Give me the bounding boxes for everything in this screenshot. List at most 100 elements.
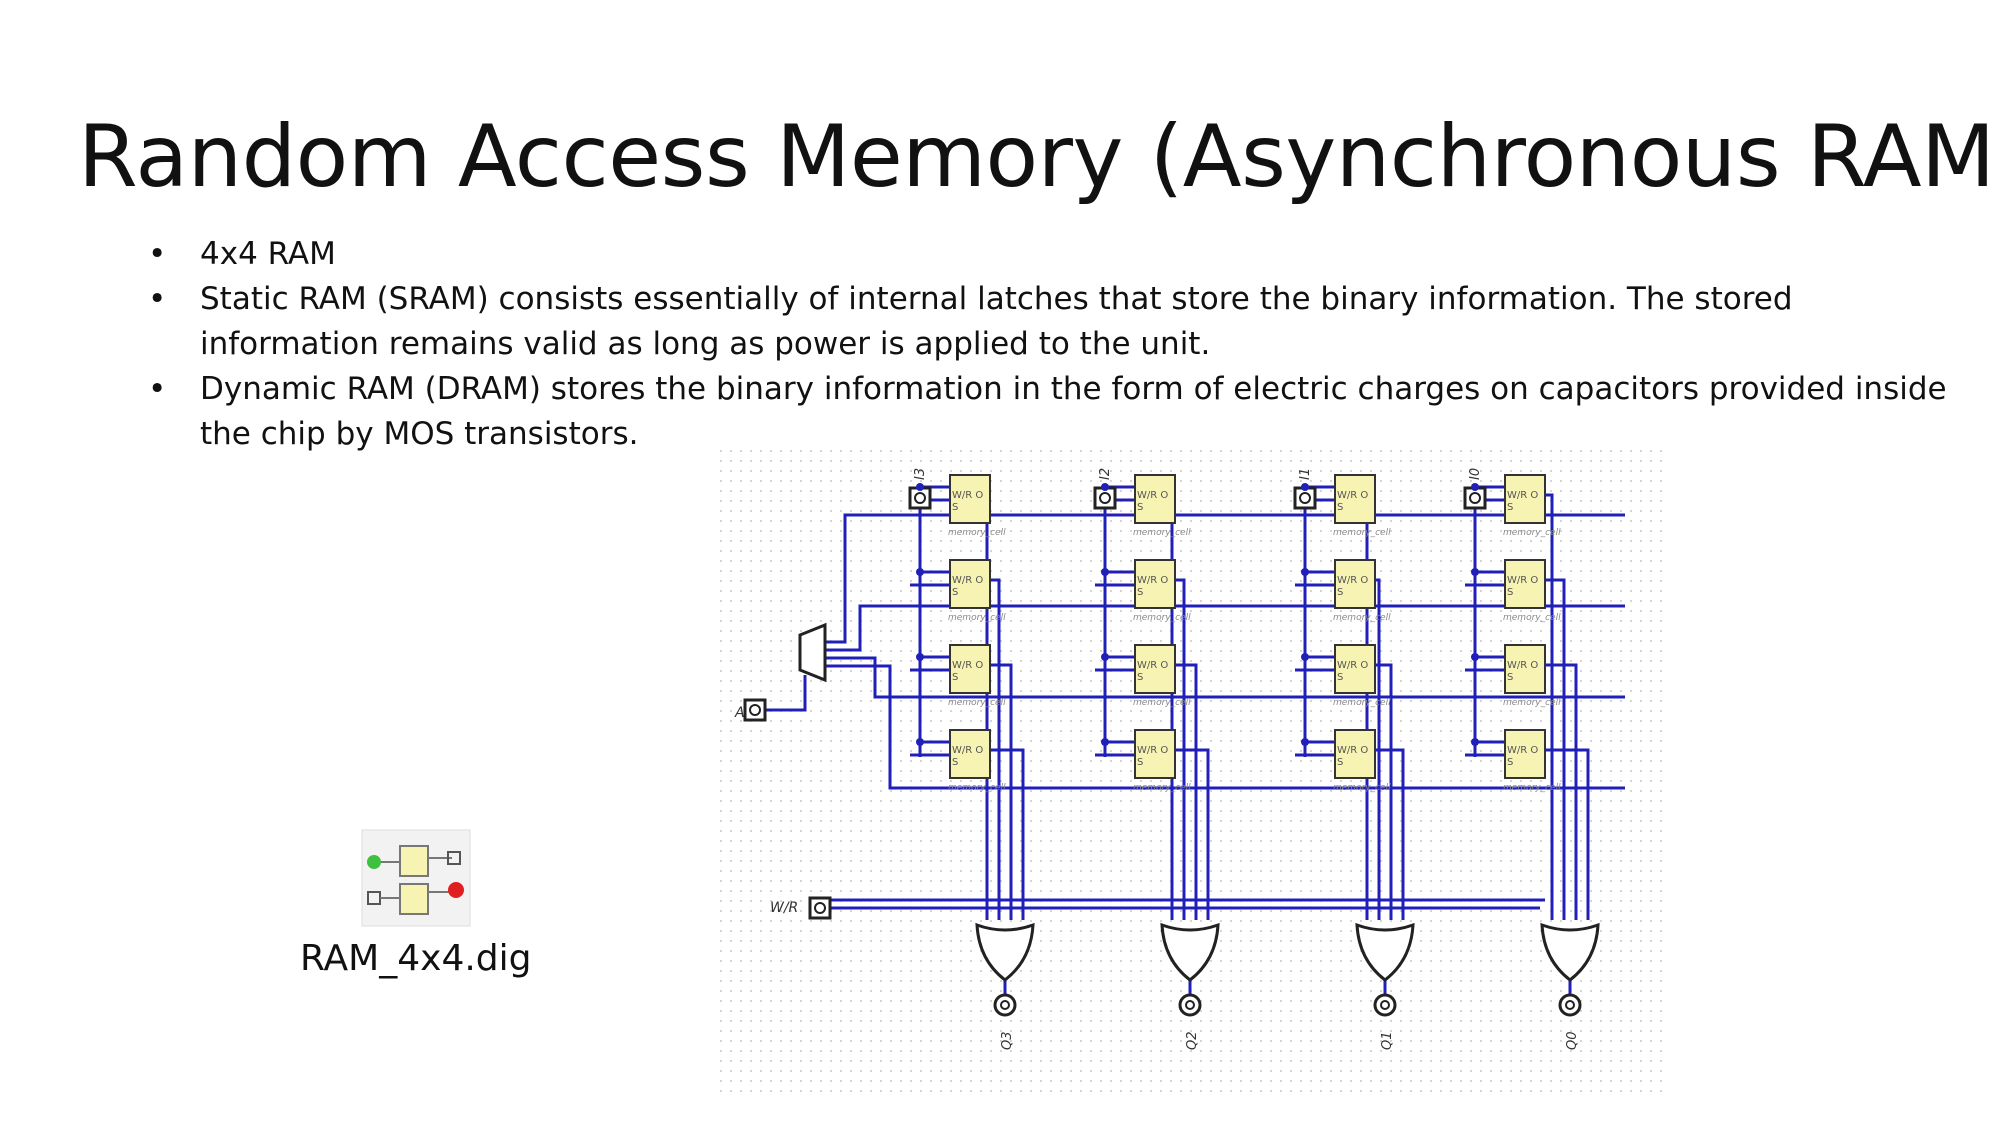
memory-cell-label: memory_cell [948,528,1006,538]
memory-cell [1334,729,1376,779]
wire [990,663,1013,920]
memory-cell-select: S [1337,502,1343,513]
wire [990,748,1025,920]
output-port [1373,993,1397,1017]
memory-cell-label: memory_cell [1333,528,1391,538]
wire [1175,748,1210,920]
or-gate [1540,922,1600,982]
memory-cell-pins: W/R O [1507,490,1538,501]
memory-cell [949,559,991,609]
wire-junction [1301,653,1309,661]
memory-cell-pins: W/R O [1337,745,1368,756]
memory-cell-select: S [1137,502,1143,513]
bullet-item: 4x4 RAM [148,232,1948,277]
input-label: I3 [913,468,928,480]
memory-cell-select: S [1507,672,1513,683]
circuit-file-icon[interactable] [360,828,472,928]
memory-cell-select: S [1337,672,1343,683]
memory-cell-label: memory_cell [948,783,1006,793]
bullet-item: Static RAM (SRAM) consists essentially o… [148,277,1948,367]
memory-cell-label: memory_cell [948,613,1006,623]
memory-cell-select: S [952,757,958,768]
wire [1545,578,1566,920]
memory-cell-select: S [1337,757,1343,768]
memory-cell-pins: W/R O [1137,490,1168,501]
memory-cell [1134,729,1176,779]
output-label: Q3 [1000,1031,1015,1050]
memory-cell [1504,474,1546,524]
bullet-list: 4x4 RAM Static RAM (SRAM) consists essen… [148,232,1948,457]
address-port-pin [749,704,761,716]
wire [1375,748,1405,920]
wire [1545,748,1590,920]
input-label: I1 [1298,468,1313,480]
wire [825,604,1625,652]
wr-port [808,896,832,920]
output-port-pin [1185,1000,1195,1010]
memory-cell [1134,559,1176,609]
wire [1545,663,1578,920]
wire [1375,578,1381,920]
output-port-pin [1000,1000,1010,1010]
memory-cell-pins: W/R O [1137,660,1168,671]
output-port-pin [1565,1000,1575,1010]
wire-junction [1471,483,1479,491]
memory-cell-select: S [952,587,958,598]
wire-junction [1471,568,1479,576]
memory-cell [1134,644,1176,694]
output-port [1178,993,1202,1017]
or-gate [1160,922,1220,982]
memory-cell-select: S [952,672,958,683]
output-label: Q0 [1565,1031,1580,1050]
memory-cell-select: S [1137,672,1143,683]
output-port [993,993,1017,1017]
output-label: Q2 [1185,1031,1200,1050]
memory-cell [1134,474,1176,524]
address-label: A [734,705,745,721]
memory-cell-select: S [1337,587,1343,598]
input-port-pin [1469,492,1481,504]
wire-junction [1101,738,1109,746]
memory-cell [949,474,991,524]
file-label: RAM_4x4.dig [300,938,532,979]
address-decoder [798,622,827,683]
memory-cell-pins: W/R O [952,660,983,671]
output-port-pin [1380,1000,1390,1010]
wire-junction [916,568,924,576]
wire-junction [916,738,924,746]
wire-junction [1101,653,1109,661]
wr-label: W/R [770,900,798,916]
wire [765,675,807,712]
memory-cell [1334,559,1376,609]
memory-cell [1504,729,1546,779]
wire-junction [1301,568,1309,576]
memory-cell [1504,644,1546,694]
wire-junction [916,653,924,661]
memory-cell-select: S [1137,757,1143,768]
bullet-item: Dynamic RAM (DRAM) stores the binary inf… [148,367,1948,457]
memory-cell-select: S [1137,587,1143,598]
slide-title: Random Access Memory (Asynchronous RAM) [78,107,2000,207]
memory-cell-label: memory_cell [1133,783,1191,793]
memory-cell-pins: W/R O [1337,490,1368,501]
memory-cell-select: S [1507,757,1513,768]
memory-cell-pins: W/R O [1337,575,1368,586]
output-label: Q1 [1380,1031,1395,1050]
or-gate [1355,922,1415,982]
wr-port-pin [814,902,826,914]
memory-cell-pins: W/R O [1507,575,1538,586]
memory-cell-pins: W/R O [952,575,983,586]
wire [825,656,1625,699]
memory-cell-label: memory_cell [1133,528,1191,538]
memory-cell-pins: W/R O [1137,745,1168,756]
memory-cell-label: memory_cell [1133,613,1191,623]
memory-cell [1334,474,1376,524]
input-port-pin [1099,492,1111,504]
wire-junction [1301,738,1309,746]
memory-cell-pins: W/R O [952,490,983,501]
memory-cell-label: memory_cell [1503,698,1561,708]
memory-cell-select: S [952,502,958,513]
input-label: I2 [1098,468,1113,480]
wire [1175,663,1198,920]
